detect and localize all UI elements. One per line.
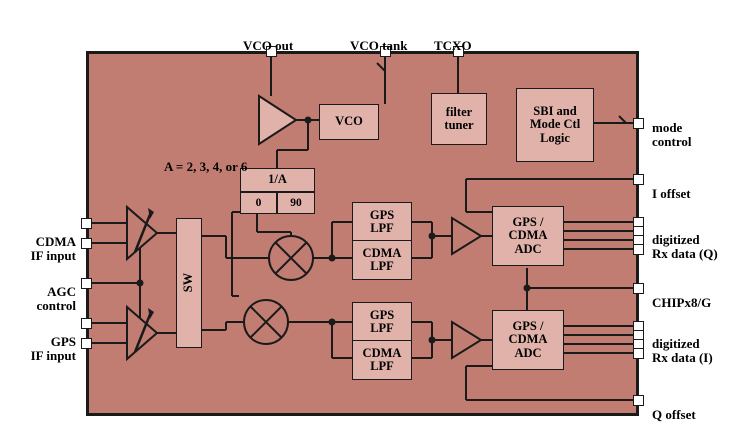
pad-i-offset[interactable] bbox=[633, 174, 644, 185]
block-vco: VCO bbox=[319, 104, 379, 140]
block-divider-label: 1/A bbox=[268, 172, 287, 187]
pad-gps-if-input-n[interactable] bbox=[81, 338, 92, 349]
cdma-lpf-top-label: CDMA LPF bbox=[362, 245, 402, 273]
pad-rx-data-i-3[interactable] bbox=[633, 348, 644, 359]
block-divider: 1/A bbox=[240, 168, 315, 192]
block-gps-lpf-top: GPS LPF bbox=[352, 202, 412, 242]
adc-top-label: GPS / CDMA ADC bbox=[508, 215, 548, 256]
block-cdma-lpf-top: CDMA LPF bbox=[352, 240, 412, 280]
divider-phase-90-label: 90 bbox=[290, 196, 302, 209]
label-vco-tank-text: VCO tank bbox=[350, 37, 408, 53]
label-agc-control-text: AGC control bbox=[36, 283, 76, 314]
gps-lpf-top-label: GPS LPF bbox=[369, 207, 395, 235]
pad-cdma-if-input-n[interactable] bbox=[81, 238, 92, 249]
label-digitized-rx-data-i-text: digitized Rx data (I) bbox=[652, 335, 713, 366]
block-vco-label: VCO bbox=[335, 114, 363, 129]
label-chipx8-g-text: CHIPx8/G bbox=[652, 294, 712, 310]
pad-mode-control[interactable] bbox=[633, 118, 644, 129]
adc-bottom-label: GPS / CDMA ADC bbox=[508, 319, 548, 360]
label-i-offset-text: I offset bbox=[652, 185, 691, 201]
block-cdma-lpf-bottom: CDMA LPF bbox=[352, 340, 412, 380]
label-vco-tank: VCO tank bbox=[350, 24, 407, 53]
annotation-divider-ratio: A = 2, 3, 4, or 6 bbox=[164, 145, 247, 174]
label-digitized-rx-data-q: digitized Rx data (Q) bbox=[652, 218, 718, 262]
label-agc-control: AGC control bbox=[14, 270, 76, 314]
label-digitized-rx-data-q-text: digitized Rx data (Q) bbox=[652, 231, 718, 262]
block-sw-label: SW bbox=[181, 273, 196, 293]
block-filter-tuner: filter tuner bbox=[431, 93, 487, 145]
pad-gps-if-input-p[interactable] bbox=[81, 318, 92, 329]
label-cdma-if-input-text: CDMA IF input bbox=[30, 233, 76, 264]
block-sbi-label: SBI and Mode Ctl Logic bbox=[529, 104, 581, 145]
label-chipx8-g: CHIPx8/G bbox=[652, 281, 711, 310]
divider-phase-0-label: 0 bbox=[255, 196, 262, 209]
block-filter-tuner-label: filter tuner bbox=[444, 104, 474, 132]
label-digitized-rx-data-i: digitized Rx data (I) bbox=[652, 322, 713, 366]
label-i-offset: I offset bbox=[652, 172, 691, 201]
block-gps-lpf-bottom: GPS LPF bbox=[352, 302, 412, 342]
pad-chipx8-g[interactable] bbox=[633, 283, 644, 294]
pad-rx-data-q-3[interactable] bbox=[633, 244, 644, 255]
label-mode-control: mode control bbox=[652, 106, 691, 150]
block-adc-bottom: GPS / CDMA ADC bbox=[492, 310, 564, 370]
gps-lpf-bottom-label: GPS LPF bbox=[369, 307, 395, 335]
label-mode-control-text: mode control bbox=[652, 119, 692, 150]
label-q-offset: Q offset bbox=[652, 393, 696, 422]
label-vco-out-text: VCO out bbox=[243, 37, 294, 53]
pad-tcxo[interactable] bbox=[453, 46, 464, 57]
label-tcxo: TCXO bbox=[434, 24, 472, 53]
pad-agc-control[interactable] bbox=[81, 278, 92, 289]
block-divider-phase-0: 0 bbox=[240, 192, 277, 214]
pad-cdma-if-input-p[interactable] bbox=[81, 218, 92, 229]
block-adc-top: GPS / CDMA ADC bbox=[492, 206, 564, 266]
annotation-divider-ratio-text: A = 2, 3, 4, or 6 bbox=[164, 158, 248, 174]
pad-vco-tank[interactable] bbox=[380, 46, 391, 57]
label-q-offset-text: Q offset bbox=[652, 406, 696, 422]
label-tcxo-text: TCXO bbox=[434, 37, 472, 53]
label-cdma-if-input: CDMA IF input bbox=[14, 220, 76, 264]
pad-vco-out[interactable] bbox=[266, 46, 277, 57]
block-sbi-mode-ctl-logic: SBI and Mode Ctl Logic bbox=[516, 88, 594, 162]
block-divider-phase-90: 90 bbox=[277, 192, 315, 214]
cdma-lpf-bottom-label: CDMA LPF bbox=[362, 345, 402, 373]
label-vco-out: VCO out bbox=[243, 24, 293, 53]
label-gps-if-input-text: GPS IF input bbox=[30, 333, 76, 364]
pad-q-offset[interactable] bbox=[633, 395, 644, 406]
block-sw: SW bbox=[176, 218, 202, 348]
label-gps-if-input: GPS IF input bbox=[14, 320, 76, 364]
